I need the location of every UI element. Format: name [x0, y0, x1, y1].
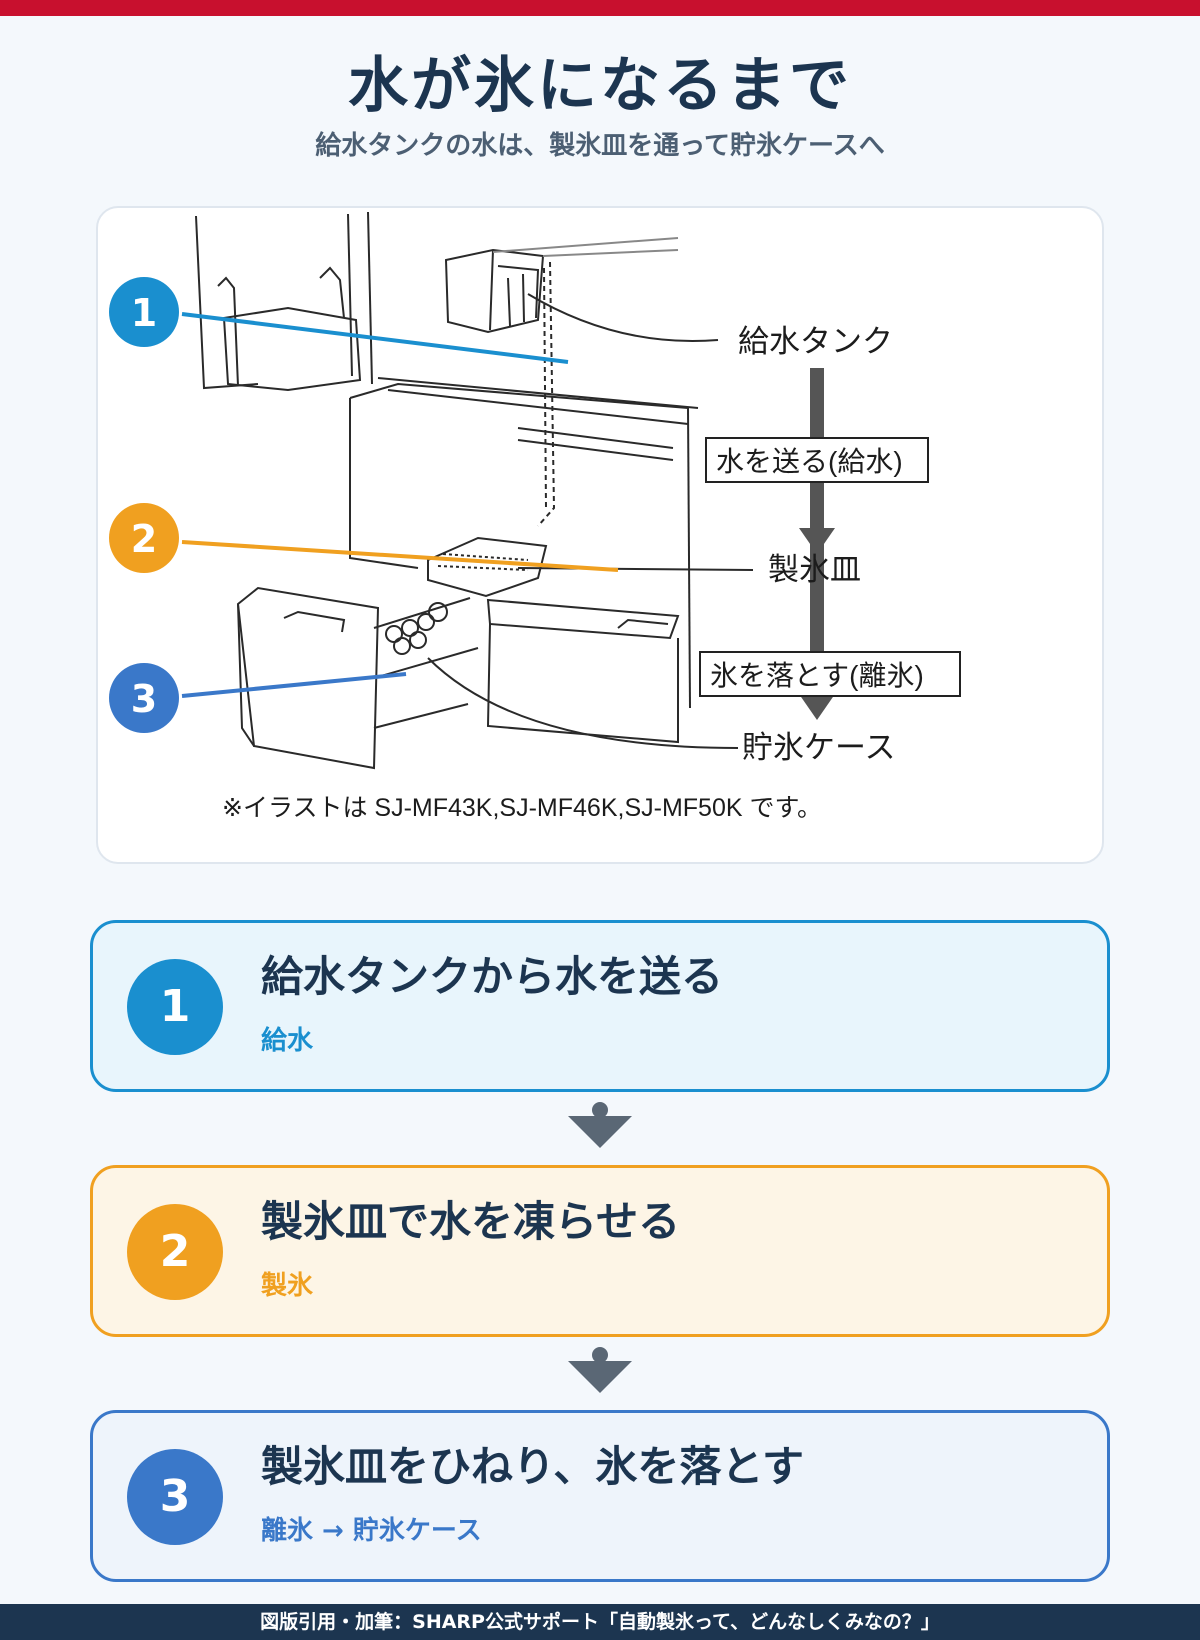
flow-arrow-down-icon — [568, 1102, 632, 1148]
step-number-badge-1: 1 — [127, 959, 223, 1055]
step-card-1: 1 給水タンクから水を送る 給水 — [90, 920, 1110, 1092]
label-supply-box: 水を送る(給水) — [716, 446, 903, 477]
step-subtitle-3: 離氷 → 貯氷ケース — [261, 1516, 482, 1546]
refrigerator-illustration: 給水タンク 水を送る(給水) 製氷皿 氷を落とす(離氷) 貯氷ケース ※イラスト… — [109, 211, 961, 822]
callout-number-3: 3 — [131, 677, 157, 721]
diagram-card: 給水タンク 水を送る(給水) 製氷皿 氷を落とす(離氷) 貯氷ケース ※イラスト… — [96, 206, 1104, 864]
callout-line-2 — [181, 540, 619, 572]
step-number-badge-2: 2 — [127, 1204, 223, 1300]
step-title-1: 給水タンクから水を送る — [261, 952, 724, 1001]
step-card-3: 3 製氷皿をひねり、氷を落とす 離氷 → 貯氷ケース — [90, 1410, 1110, 1582]
step-subtitle-2: 製氷 — [261, 1271, 314, 1301]
label-ice-tray: 製氷皿 — [768, 552, 861, 587]
callout-number-1: 1 — [131, 291, 157, 335]
top-accent-bar — [0, 0, 1200, 16]
callout-line-3 — [181, 672, 407, 698]
step-card-2: 2 製氷皿で水を凍らせる 製氷 — [90, 1165, 1110, 1337]
label-water-tank: 給水タンク — [738, 324, 893, 359]
footer-credit: 図版引用・加筆：SHARP公式サポート「自動製氷って、どんなしくみなの？」 — [0, 1604, 1200, 1640]
callout-badge-2 — [109, 503, 179, 573]
step-subtitle-1: 給水 — [261, 1026, 314, 1056]
step-title-2: 製氷皿で水を凍らせる — [261, 1197, 681, 1246]
callout-line-1 — [181, 312, 569, 364]
diagram-note: ※イラストは SJ-MF43K,SJ-MF46K,SJ-MF50K です。 — [222, 794, 822, 822]
callout-badge-3 — [109, 663, 179, 733]
callout-number-2: 2 — [131, 517, 157, 561]
label-ice-bin: 貯氷ケース — [742, 730, 895, 765]
step-number-badge-3: 3 — [127, 1449, 223, 1545]
page-title: 水が氷になるまで — [348, 51, 852, 121]
label-release-box: 氷を落とす(離氷) — [710, 660, 924, 691]
callout-badge-1 — [109, 277, 179, 347]
page-subtitle: 給水タンクの水は、製氷皿を通って貯氷ケースへ — [315, 131, 885, 161]
step-title-3: 製氷皿をひねり、氷を落とす — [261, 1442, 805, 1491]
flow-arrow-down-icon — [568, 1347, 632, 1393]
